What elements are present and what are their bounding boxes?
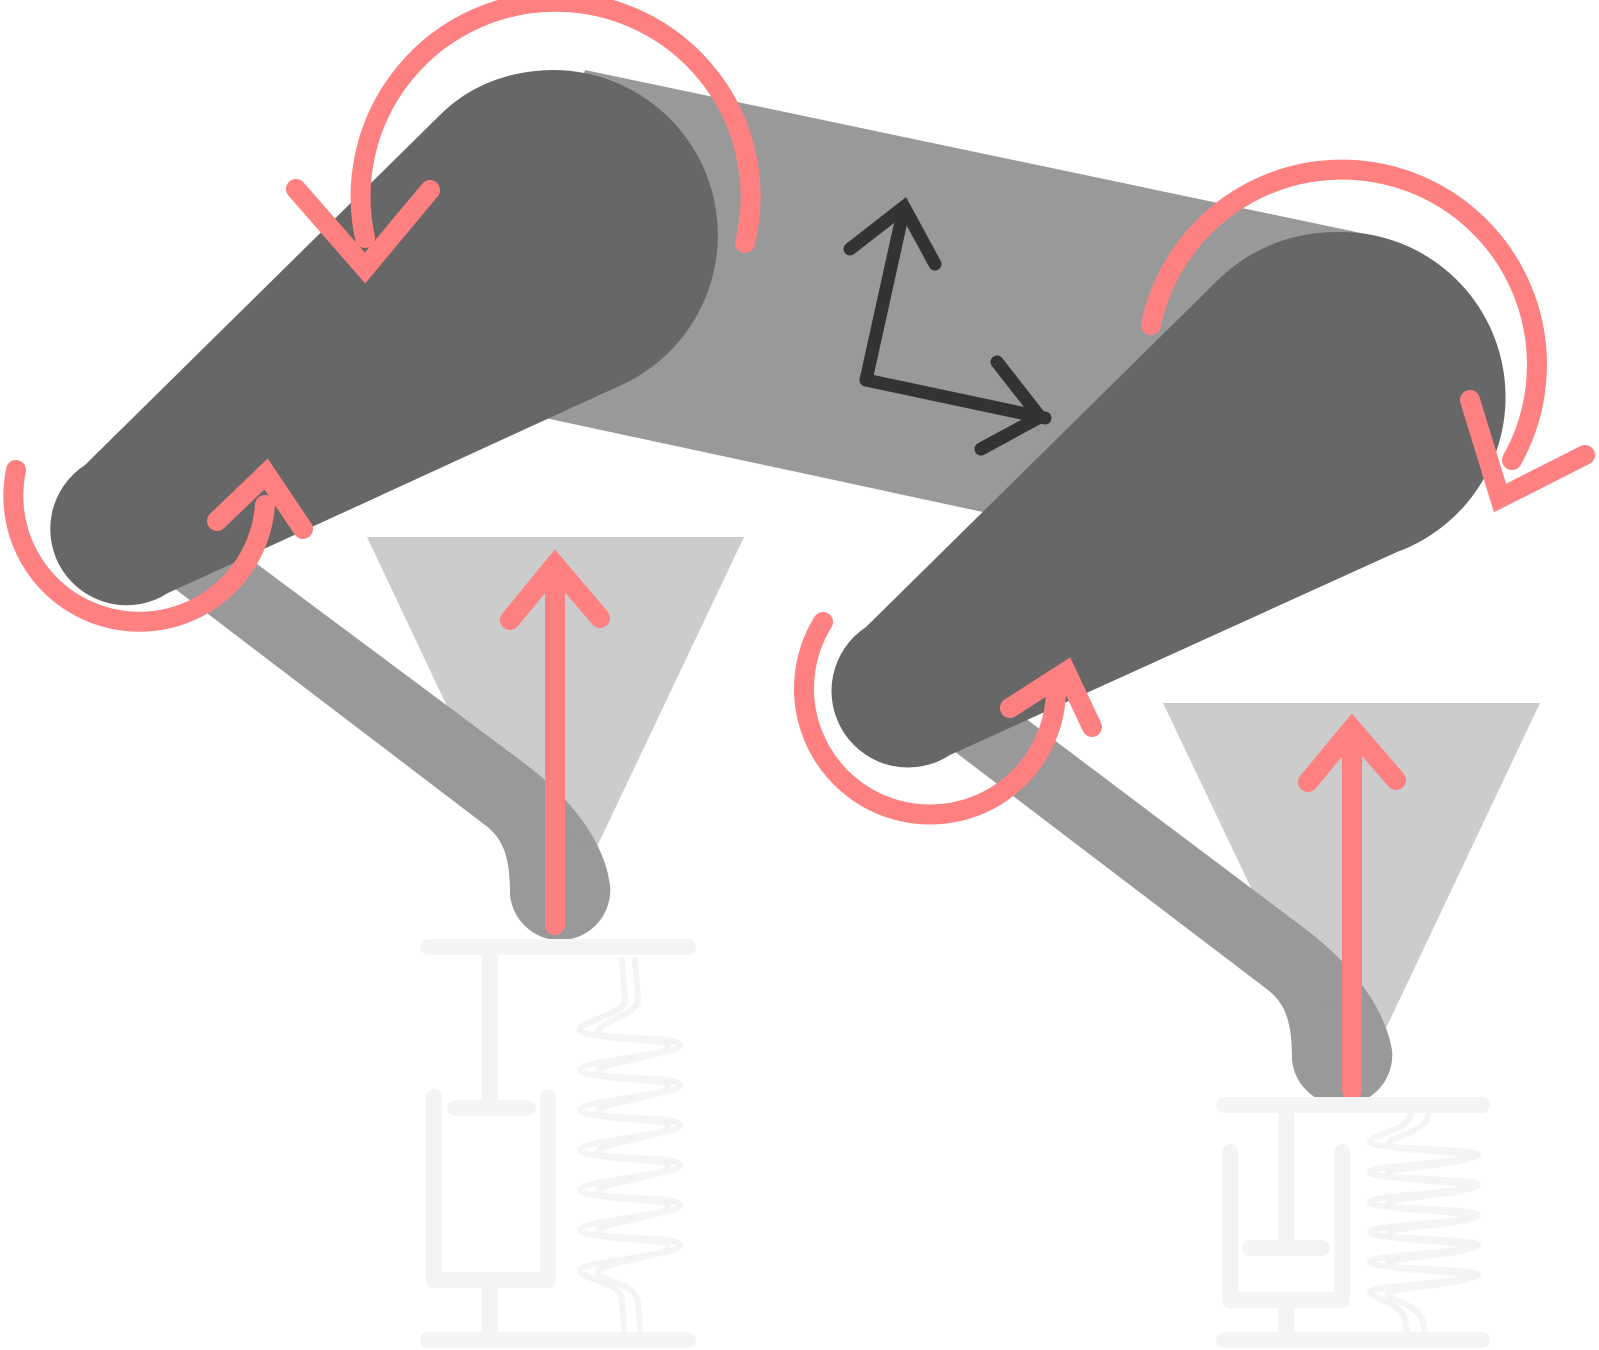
torque-hip-rear-head (1460, 390, 1595, 513)
torque-hip-front (350, 0, 761, 253)
thigh-link-front (50, 70, 718, 606)
shank-link-front (170, 555, 611, 941)
torque-hip-front-head (286, 179, 440, 284)
torque-hip-rear (1141, 159, 1547, 470)
torque-knee-rear-head (1000, 657, 1102, 737)
spring-damper-front (420, 939, 696, 1348)
frame-axis-z (859, 201, 911, 387)
torque-knee-front (3, 460, 275, 632)
spring-damper-rear (1216, 1097, 1490, 1348)
frame-axis-z-head (843, 197, 942, 271)
frame-axis-x-head (974, 355, 1050, 456)
joint-torques (3, 0, 1595, 825)
frame-axis-x (859, 373, 1052, 425)
torque-knee-rear (794, 612, 1067, 825)
torque-knee-front-head (207, 458, 313, 539)
thigh-link-rear (831, 231, 1506, 768)
body-frame-axes (843, 197, 1052, 456)
shank-link-rear (950, 718, 1393, 1106)
force-front-head (500, 549, 610, 630)
force-rear-head (1298, 713, 1406, 792)
spring-coil (576, 957, 684, 1343)
